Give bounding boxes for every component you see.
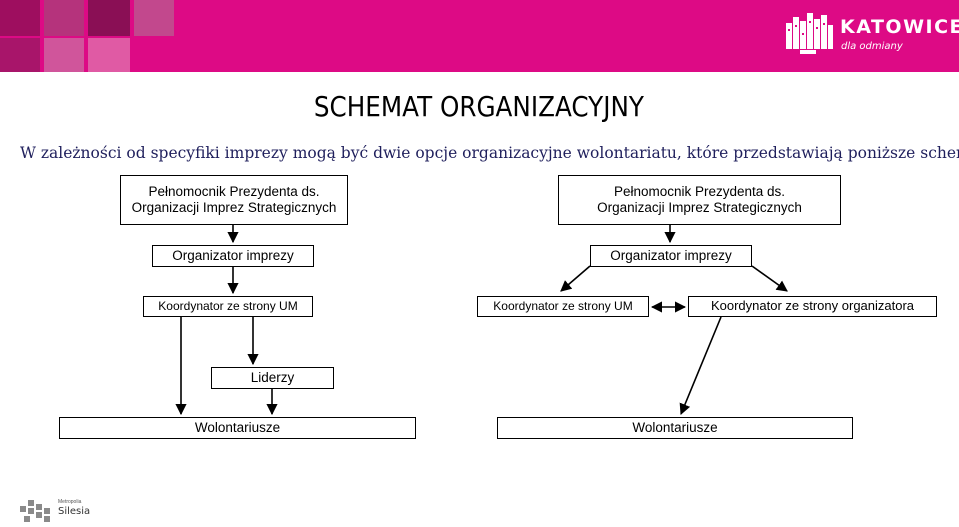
decor-square (44, 0, 84, 36)
left-volunteers-box: Wolontariusze (59, 417, 416, 439)
footer-line2: Silesia (58, 506, 91, 517)
intro-text: W zależności od specyfiki imprezy mogą b… (20, 144, 959, 162)
left-coordinator-label: Koordynator ze strony UM (158, 298, 298, 313)
left-leaders-label: Liderzy (250, 370, 295, 386)
right-volunteers-label: Wolontariusze (632, 420, 718, 436)
header-bar: KATOWICE dla odmiany (0, 0, 959, 72)
logo-title: KATOWICE (840, 16, 959, 38)
footer-line1: Metropolia (58, 499, 82, 505)
left-organizer-box: Organizator imprezy (152, 245, 314, 267)
right-organizer-box: Organizator imprezy (590, 245, 752, 267)
decor-square (0, 0, 40, 36)
left-plenipotentiary-label: Pełnomocnik Prezydenta ds. Organizacji I… (131, 184, 337, 215)
right-coordinator-um-box: Koordynator ze strony UM (477, 296, 649, 317)
decor-square (44, 38, 84, 72)
left-plenipotentiary-box: Pełnomocnik Prezydenta ds. Organizacji I… (120, 175, 348, 225)
katowice-logo[interactable]: KATOWICE dla odmiany (786, 13, 959, 61)
right-plenipotentiary-box: Pełnomocnik Prezydenta ds. Organizacji I… (558, 175, 841, 225)
right-coordinator-org-label: Koordynator ze strony organizatora (710, 298, 915, 314)
right-volunteers-box: Wolontariusze (497, 417, 853, 439)
right-coordinator-org-box: Koordynator ze strony organizatora (688, 296, 937, 317)
left-organizer-label: Organizator imprezy (172, 248, 294, 264)
right-organizer-label: Organizator imprezy (610, 248, 732, 264)
left-coordinator-box: Koordynator ze strony UM (143, 296, 313, 317)
right-plenipotentiary-label: Pełnomocnik Prezydenta ds. Organizacji I… (597, 184, 802, 215)
connector-right-coordinator-org-volunteers (679, 316, 722, 416)
left-leaders-box: Liderzy (211, 367, 334, 389)
page-title: SCHEMAT ORGANIZACYJNY (313, 90, 644, 123)
connector-right-organizer-coordinator-org (751, 265, 788, 292)
decor-square (88, 0, 130, 36)
metropolia-silesia-logo-icon (20, 500, 50, 522)
decor-square (88, 38, 130, 72)
city-skyline-icon (786, 13, 833, 54)
logo-subtitle: dla odmiany (841, 41, 903, 52)
right-coordinator-um-label: Koordynator ze strony UM (493, 298, 633, 313)
connector-right-organizer-coordinator-um (560, 265, 591, 292)
left-volunteers-label: Wolontariusze (194, 420, 281, 436)
decor-square (134, 0, 174, 36)
decor-square (0, 38, 40, 72)
